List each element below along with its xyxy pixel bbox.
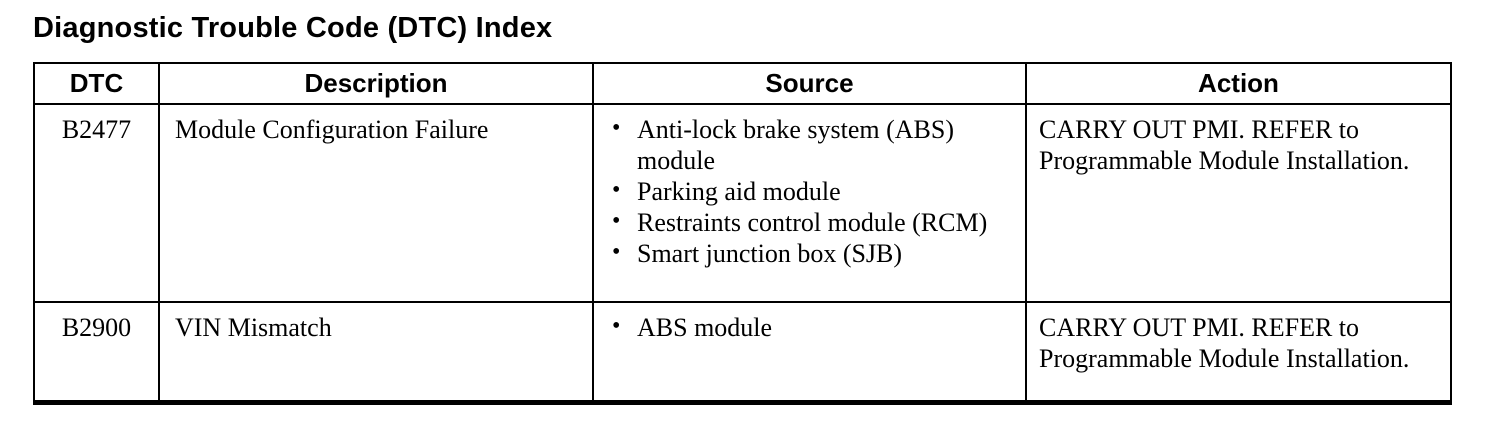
source-list: • Anti-lock brake system (ABS) module • … [608,114,1013,269]
column-header-source: Source [592,62,1027,105]
source-list: • ABS module [608,312,1013,343]
source-item-text: ABS module [637,313,773,342]
action-cell: CARRY OUT PMI. REFER to Programmable Mod… [1025,103,1452,303]
source-item-text: Parking aid module [637,177,841,206]
dtc-index-table: DTC Description Source Action B2477 Modu… [33,62,1452,405]
dtc-code-cell: B2900 [33,301,160,403]
table-header-row: DTC Description Source Action [33,62,1452,105]
source-item-text: Restraints control module (RCM) [637,208,988,237]
source-cell: • Anti-lock brake system (ABS) module • … [592,103,1027,303]
bullet-icon: • [612,177,621,203]
source-item-text: Smart junction box (SJB) [637,239,903,268]
column-header-dtc: DTC [33,62,160,105]
description-cell: Module Configuration Failure [158,103,594,303]
list-item: • Anti-lock brake system (ABS) module [608,114,1002,176]
bullet-icon: • [612,208,621,234]
page-title: Diagnostic Trouble Code (DTC) Index [33,12,553,44]
list-item: • ABS module [608,312,1002,343]
dtc-code-cell: B2477 [33,103,160,303]
source-item-text: Anti-lock brake system (ABS) module [637,115,955,175]
action-cell: CARRY OUT PMI. REFER to Programmable Mod… [1025,301,1452,403]
list-item: • Smart junction box (SJB) [608,238,1002,269]
column-header-action: Action [1025,62,1452,105]
table-row: B2477 Module Configuration Failure • Ant… [33,103,1452,303]
list-item: • Parking aid module [608,176,1002,207]
column-header-description: Description [158,62,594,105]
bullet-icon: • [612,313,621,339]
description-cell: VIN Mismatch [158,301,594,403]
bullet-icon: • [612,115,621,141]
table-row: B2900 VIN Mismatch • ABS module CARRY OU… [33,301,1452,403]
source-cell: • ABS module [592,301,1027,403]
list-item: • Restraints control module (RCM) [608,207,1002,238]
bullet-icon: • [612,239,621,265]
